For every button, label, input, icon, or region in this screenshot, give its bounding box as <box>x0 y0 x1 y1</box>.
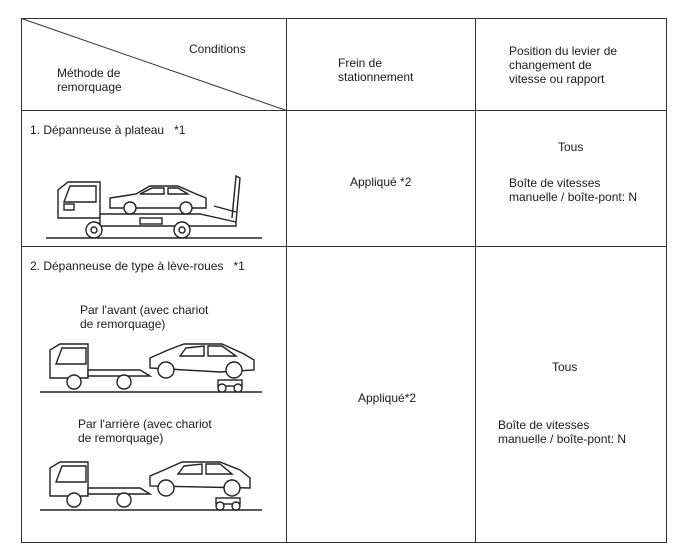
row2-lever-manual-line1: Boîte de vitesses <box>498 418 590 432</box>
header-lever-line2: changement de <box>509 58 592 72</box>
row2-front-line1: Par l'avant (avec chariot <box>80 303 209 317</box>
row2-rear-line1: Par l'arrière (avec chariot <box>78 417 212 431</box>
wheel-lift-rear-tow-icon <box>40 461 262 511</box>
wheel-lift-front-tow-icon <box>40 343 262 393</box>
row2-lever-all: Tous <box>552 360 578 374</box>
header-method-line1: Méthode de <box>57 66 121 80</box>
header-conditions: Conditions <box>189 42 246 56</box>
header-lever-line1: Position du levier de <box>509 44 618 58</box>
row2-method: 2. Dépanneuse de type à lève-roues *1 <box>30 259 245 273</box>
flatbed-tow-truck-icon <box>46 174 262 239</box>
row2-parking-brake: Appliqué*2 <box>358 391 417 405</box>
header-parking-brake-line2: stationnement <box>338 70 414 84</box>
header-lever-line3: vitesse ou rapport <box>509 72 605 86</box>
row1-lever-manual-line1: Boîte de vitesses <box>509 176 601 190</box>
row2-method-note: *1 <box>233 259 245 273</box>
row1-method-note: *1 <box>174 123 186 137</box>
header-diagonal <box>21 18 287 111</box>
row1-method: 1. Dépanneuse à plateau *1 <box>30 123 185 137</box>
row2-method-label: 2. Dépanneuse de type à lève-roues <box>30 259 224 273</box>
row1-lever-manual-line2: manuelle / boîte-pont: N <box>509 190 638 204</box>
row1-lever-all: Tous <box>558 140 584 154</box>
row2-front-line2: de remorquage) <box>80 317 166 331</box>
header-method-line2: remorquage <box>57 80 122 94</box>
row2-rear-line2: de remorquage) <box>78 431 164 445</box>
row1-parking-brake: Appliqué *2 <box>350 175 412 189</box>
header-parking-brake-line1: Frein de <box>338 56 383 70</box>
row1-method-label: 1. Dépanneuse à plateau <box>30 123 165 137</box>
row2-lever-manual-line2: manuelle / boîte-pont: N <box>498 432 627 446</box>
